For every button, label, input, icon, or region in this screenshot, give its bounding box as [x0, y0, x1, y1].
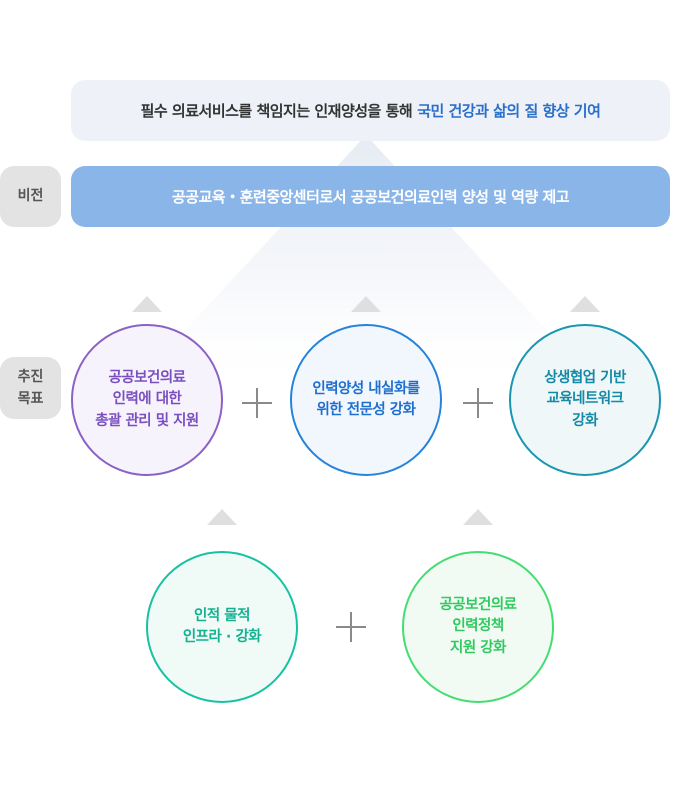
triangle-arrow-icon [463, 509, 493, 525]
plus-icon [242, 388, 272, 418]
triangle-arrow-icon [207, 509, 237, 525]
goal-circle-1: 공공보건의료 인력에 대한 총괄 관리 및 지원 [71, 324, 223, 476]
mission-highlight: 국민 건강과 삶의 질 향상 기여 [417, 102, 601, 120]
triangle-arrow-icon [351, 296, 381, 312]
plus-icon [463, 388, 493, 418]
vision-label: 비전 [0, 166, 61, 227]
vision-box: 공공교육・훈련중앙센터로서 공공보건의료인력 양성 및 역량 제고 [71, 166, 670, 227]
goal-circle-2: 인력양성 내실화를 위한 전문성 강화 [290, 324, 442, 476]
vision-text: 공공교육・훈련중앙센터로서 공공보건의료인력 양성 및 역량 제고 [171, 188, 570, 206]
mission-text: 필수 의료서비스를 책임지는 인재양성을 통해 [140, 102, 413, 120]
goal-circle-4: 인적 물적 인프라 · 강화 [146, 551, 298, 703]
mission-statement: 필수 의료서비스를 책임지는 인재양성을 통해 국민 건강과 삶의 질 향상 기… [71, 80, 670, 141]
triangle-arrow-icon [132, 296, 162, 312]
plus-icon [336, 612, 366, 642]
triangle-arrow-icon [570, 296, 600, 312]
goal-circle-3: 상생협업 기반 교육네트워크 강화 [509, 324, 661, 476]
goal-circle-5: 공공보건의료 인력정책 지원 강화 [402, 551, 554, 703]
goals-label: 추진 목표 [0, 357, 61, 419]
